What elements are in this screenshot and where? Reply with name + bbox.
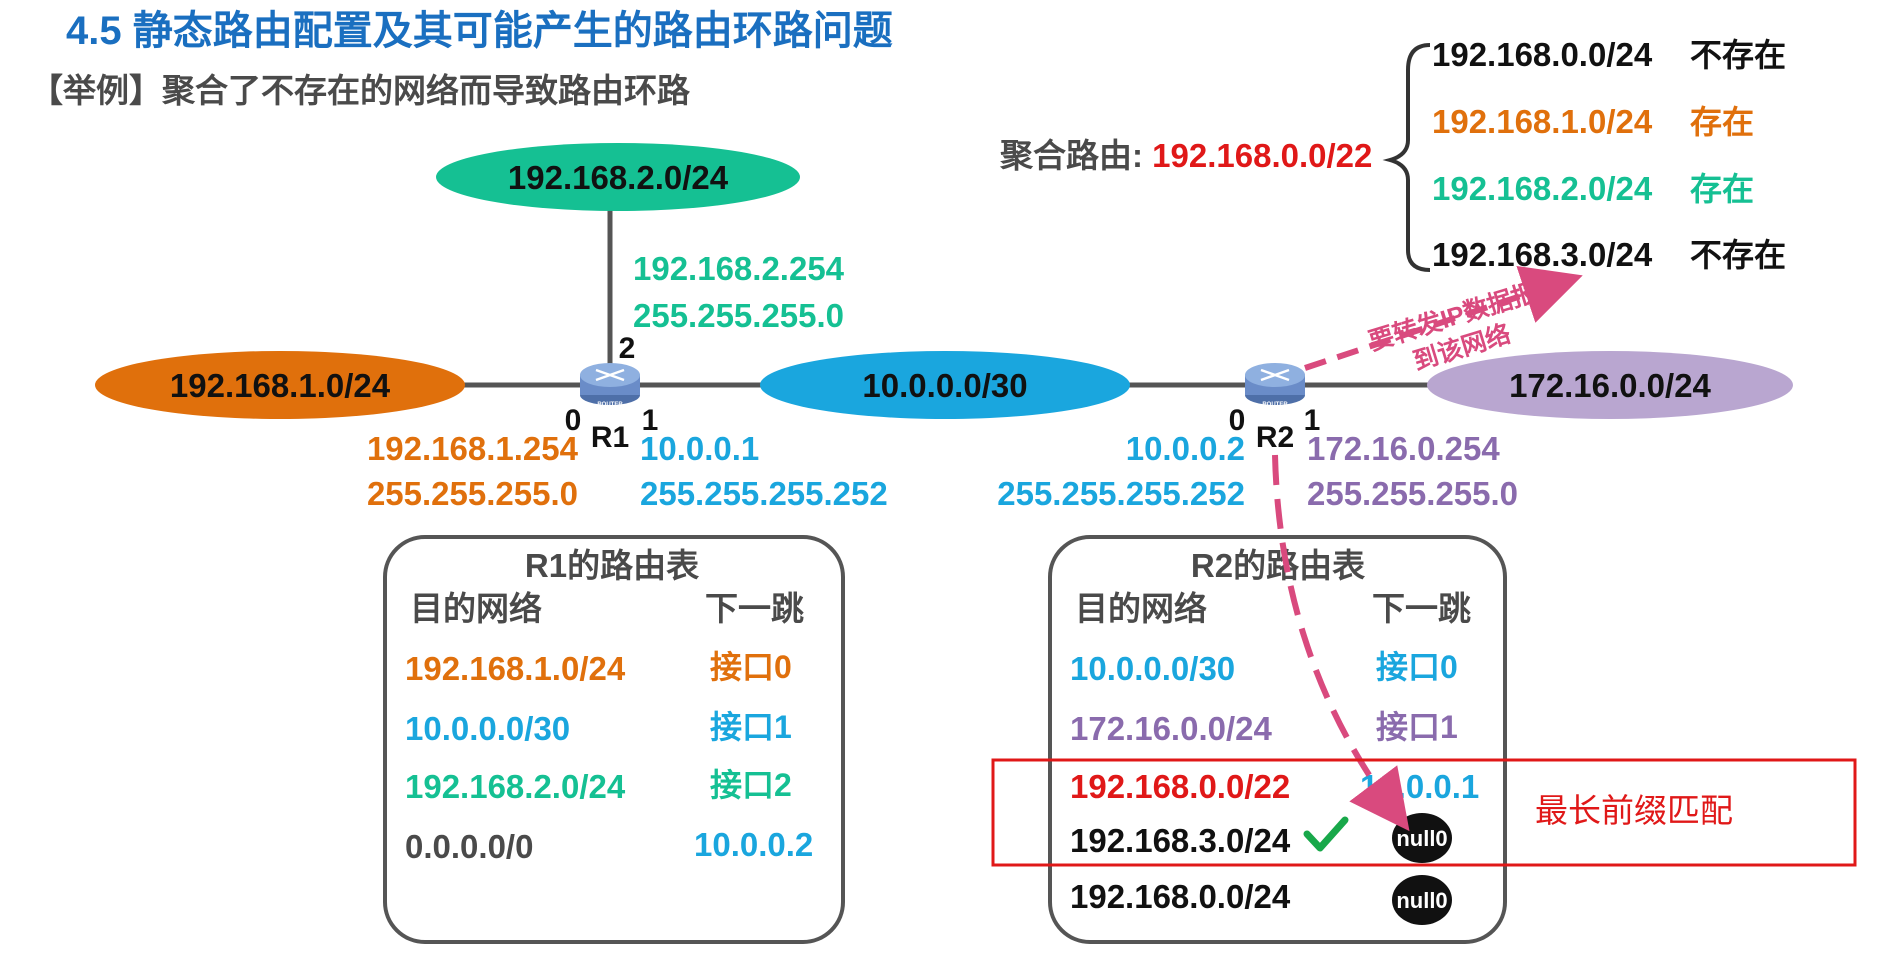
r2-if0-ip: 10.0.0.2 <box>1126 430 1245 467</box>
r2-row-1-dest: 172.16.0.0/24 <box>1070 710 1272 747</box>
r1-table-col-dest: 目的网络 <box>410 590 542 627</box>
r1-table-col-next: 下一跳 <box>705 590 804 627</box>
network-left-label: 192.168.1.0/24 <box>170 367 391 404</box>
r2-table-col-next: 下一跳 <box>1372 590 1471 627</box>
check-icon <box>1303 816 1349 852</box>
lookup-arrow <box>1272 454 1410 832</box>
r1-port-0: 0 <box>565 404 582 437</box>
r2-row-4-next-badge <box>1392 875 1452 925</box>
aggregate-item-3-status: 不存在 <box>1690 237 1786 273</box>
network-top <box>436 143 800 211</box>
r1-row-1-dest: 10.0.0.0/30 <box>405 710 570 747</box>
r2-row-1-next: 接口1 <box>1376 709 1458 745</box>
r1-if0-ip: 192.168.1.254 <box>367 430 579 467</box>
r1-if2-ip: 192.168.2.254 <box>633 250 845 287</box>
r2-table-box <box>1048 535 1507 944</box>
r1-row-0-next: 接口0 <box>710 649 792 685</box>
r1-if1-mask: 255.255.255.252 <box>640 475 888 512</box>
r2-row-3-next: null0 <box>1396 826 1447 851</box>
router-r2-name: R2 <box>1256 421 1294 454</box>
network-left <box>95 351 465 419</box>
aggregate-item-0-status: 不存在 <box>1690 37 1786 73</box>
r1-port-1: 1 <box>642 404 659 437</box>
r1-port-2: 2 <box>619 332 636 365</box>
r1-if2-mask: 255.255.255.0 <box>633 297 844 334</box>
r2-if0-mask: 255.255.255.252 <box>997 475 1245 512</box>
r1-if1-ip: 10.0.0.1 <box>640 430 759 467</box>
aggregate-brace <box>1382 43 1431 272</box>
r2-port-0: 0 <box>1229 404 1246 437</box>
aggregate-route: 192.168.0.0/22 <box>1152 137 1372 174</box>
aggregate-item-2-net: 192.168.2.0/24 <box>1432 170 1653 207</box>
network-middle-label: 10.0.0.0/30 <box>862 367 1027 404</box>
aggregate-item-0-net: 192.168.0.0/24 <box>1432 36 1653 73</box>
aggregate-item-1-status: 存在 <box>1690 104 1754 140</box>
aggregate-label-text: 聚合路由: <box>999 137 1152 174</box>
page-title: 4.5 静态路由配置及其可能产生的路由环路问题 <box>66 9 893 53</box>
r2-table-col-dest: 目的网络 <box>1075 590 1207 627</box>
network-right-label: 172.16.0.0/24 <box>1509 367 1711 404</box>
r2-row-4-next: null0 <box>1396 888 1447 913</box>
r1-row-1-next: 接口1 <box>710 709 792 745</box>
aggregate-label: 聚合路由: 192.168.0.0/22 <box>999 137 1372 174</box>
aggregate-item-1-net: 192.168.1.0/24 <box>1432 103 1653 140</box>
router-r1-icon-label: ROUTER <box>597 402 623 408</box>
r2-row-2-dest: 192.168.0.0/22 <box>1070 768 1290 805</box>
network-middle <box>760 351 1130 419</box>
network-top-label: 192.168.2.0/24 <box>508 159 729 196</box>
router-r1-icon[interactable]: ROUTER <box>580 363 640 408</box>
r1-row-3-dest: 0.0.0.0/0 <box>405 828 533 865</box>
r2-row-4-dest: 192.168.0.0/24 <box>1070 878 1291 915</box>
router-r2-icon[interactable]: ROUTER <box>1245 363 1305 408</box>
r2-row-3-dest: 192.168.3.0/24 <box>1070 822 1291 859</box>
r2-row-0-dest: 10.0.0.0/30 <box>1070 650 1235 687</box>
router-r1-name: R1 <box>591 421 629 454</box>
page-subtitle: 【举例】聚合了不存在的网络而导致路由环路 <box>30 72 691 109</box>
r2-if1-mask: 255.255.255.0 <box>1307 475 1518 512</box>
aggregate-item-2-status: 存在 <box>1690 171 1754 207</box>
r2-table-title: R2的路由表 <box>1191 547 1365 584</box>
r2-if1-ip: 172.16.0.254 <box>1307 430 1500 467</box>
longest-prefix-box <box>991 758 1857 867</box>
r1-row-2-dest: 192.168.2.0/24 <box>405 768 626 805</box>
aggregate-item-3-net: 192.168.3.0/24 <box>1432 236 1653 273</box>
router-r2-icon-label: ROUTER <box>1262 402 1288 408</box>
r1-table-title: R1的路由表 <box>525 547 699 584</box>
r1-row-3-next: 10.0.0.2 <box>694 826 813 863</box>
forward-arrow <box>1304 265 1583 371</box>
r1-table-box <box>383 535 845 944</box>
r2-port-1: 1 <box>1304 404 1321 437</box>
longest-prefix-label: 最长前缀匹配 <box>1535 792 1733 829</box>
r2-row-0-next: 接口0 <box>1376 649 1458 685</box>
network-right <box>1427 351 1793 419</box>
r1-row-0-dest: 192.168.1.0/24 <box>405 650 626 687</box>
r1-row-2-next: 接口2 <box>710 767 792 803</box>
r1-if0-mask: 255.255.255.0 <box>367 475 578 512</box>
